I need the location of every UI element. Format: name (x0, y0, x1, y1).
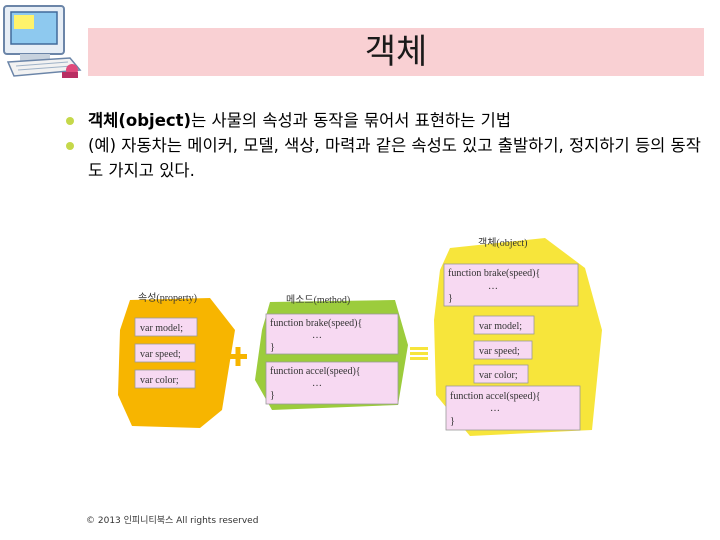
method-body: … (312, 330, 322, 341)
method-body: … (490, 403, 500, 414)
method-end: } (270, 342, 275, 353)
field-text: var speed; (479, 346, 520, 357)
object-method-box: function brake(speed){ … } (443, 263, 579, 307)
object-field: var color; (473, 364, 529, 384)
field-text: var model; (140, 323, 183, 334)
method-body: … (312, 378, 322, 389)
method-signature: function brake(speed){ (448, 268, 540, 279)
method-body: … (488, 281, 498, 292)
property-blob (118, 298, 235, 428)
bullet-dot-icon (66, 117, 74, 125)
bullet-item: 객체(object)는 사물의 속성과 동작을 묶어서 표현하는 기법 (64, 108, 714, 133)
method-end: } (270, 390, 275, 401)
object-field: var model; (473, 315, 535, 335)
copyright-footer: © 2013 인피니티북스 All rights reserved (86, 516, 259, 526)
page-title: 객체 (364, 32, 428, 72)
object-label: 객체(object) (478, 237, 528, 249)
computer-logo-icon (3, 5, 82, 78)
bullet-text: (예) 자동차는 메이커, 모델, 색상, 마력과 같은 속성도 있고 출발하기… (88, 136, 701, 180)
field-text: var model; (479, 321, 522, 332)
property-label: 속성(property) (138, 292, 197, 304)
property-field: var speed; (134, 343, 196, 363)
title-bar (88, 28, 704, 76)
method-signature: function accel(speed){ (270, 366, 361, 377)
field-text: var speed; (140, 349, 181, 360)
method-end: } (450, 416, 455, 427)
equals-icon (410, 347, 428, 360)
bullet-item: (예) 자동차는 메이커, 모델, 색상, 마력과 같은 속성도 있고 출발하기… (64, 133, 714, 183)
field-text: var color; (140, 375, 179, 386)
property-field: var model; (134, 317, 198, 337)
method-signature: function accel(speed){ (450, 391, 541, 402)
bullet-bold-term: 객체(object) (88, 111, 192, 130)
bullet-list: 객체(object)는 사물의 속성과 동작을 묶어서 표현하는 기법 (예) … (64, 108, 714, 183)
object-method-box: function accel(speed){ … } (445, 385, 581, 431)
plus-icon (229, 347, 247, 366)
method-box: function accel(speed){ … } (265, 361, 399, 405)
bullet-text: 는 사물의 속성과 동작을 묶어서 표현하는 기법 (191, 111, 511, 130)
bullet-dot-icon (66, 142, 74, 150)
field-text: var color; (479, 370, 518, 381)
method-box: function brake(speed){ … } (265, 313, 399, 355)
method-signature: function brake(speed){ (270, 318, 362, 329)
method-label: 메소드(method) (286, 294, 350, 306)
object-field: var speed; (473, 340, 533, 360)
property-field: var color; (134, 369, 196, 389)
method-end: } (448, 293, 453, 304)
